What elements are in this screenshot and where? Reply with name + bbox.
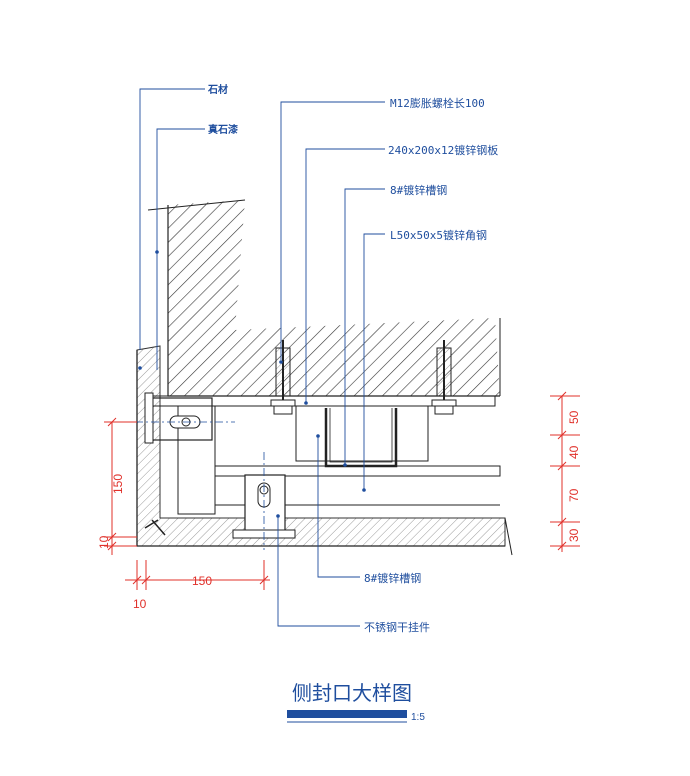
- label-stone-paint: 真石漆: [208, 123, 238, 136]
- dimension-bottom-horizontal: [125, 560, 270, 590]
- leader-dots: [138, 250, 366, 518]
- dimension-left-vertical: [104, 417, 137, 555]
- label-channel-steel-bottom: 8#镀锌槽钢: [364, 571, 421, 585]
- dim-right-40: 40: [567, 445, 581, 459]
- dim-left-150: 150: [111, 474, 125, 494]
- label-angle-steel: L50x50x5镀锌角钢: [390, 228, 487, 242]
- drawing-title: 侧封口大样图: [292, 681, 412, 705]
- dimension-right-vertical: [550, 391, 580, 552]
- expansion-bolt-left: [270, 340, 296, 415]
- label-steel-plate: 240x200x12镀锌钢板: [388, 143, 498, 157]
- dim-right-30: 30: [567, 528, 581, 542]
- dim-bottom-150: 150: [192, 574, 212, 588]
- dim-left-10: 10: [97, 535, 111, 549]
- label-stone: 石材: [207, 83, 228, 96]
- leader-lines: [139, 88, 385, 627]
- title-underline-thick: [287, 710, 407, 718]
- label-channel-steel-top: 8#镀锌槽钢: [390, 183, 447, 197]
- steel-frame: [144, 392, 501, 539]
- expansion-bolt-right: [431, 340, 457, 415]
- dim-right-70: 70: [567, 488, 581, 502]
- dim-bottom-10: 10: [133, 597, 147, 611]
- label-stainless-hanger: 不锈钢干挂件: [364, 620, 430, 634]
- dim-right-50: 50: [567, 410, 581, 424]
- center-lines: [135, 421, 265, 550]
- label-expansion-bolt: M12膨胀螺栓长100: [390, 96, 485, 110]
- drawing-scale: 1:5: [411, 712, 425, 723]
